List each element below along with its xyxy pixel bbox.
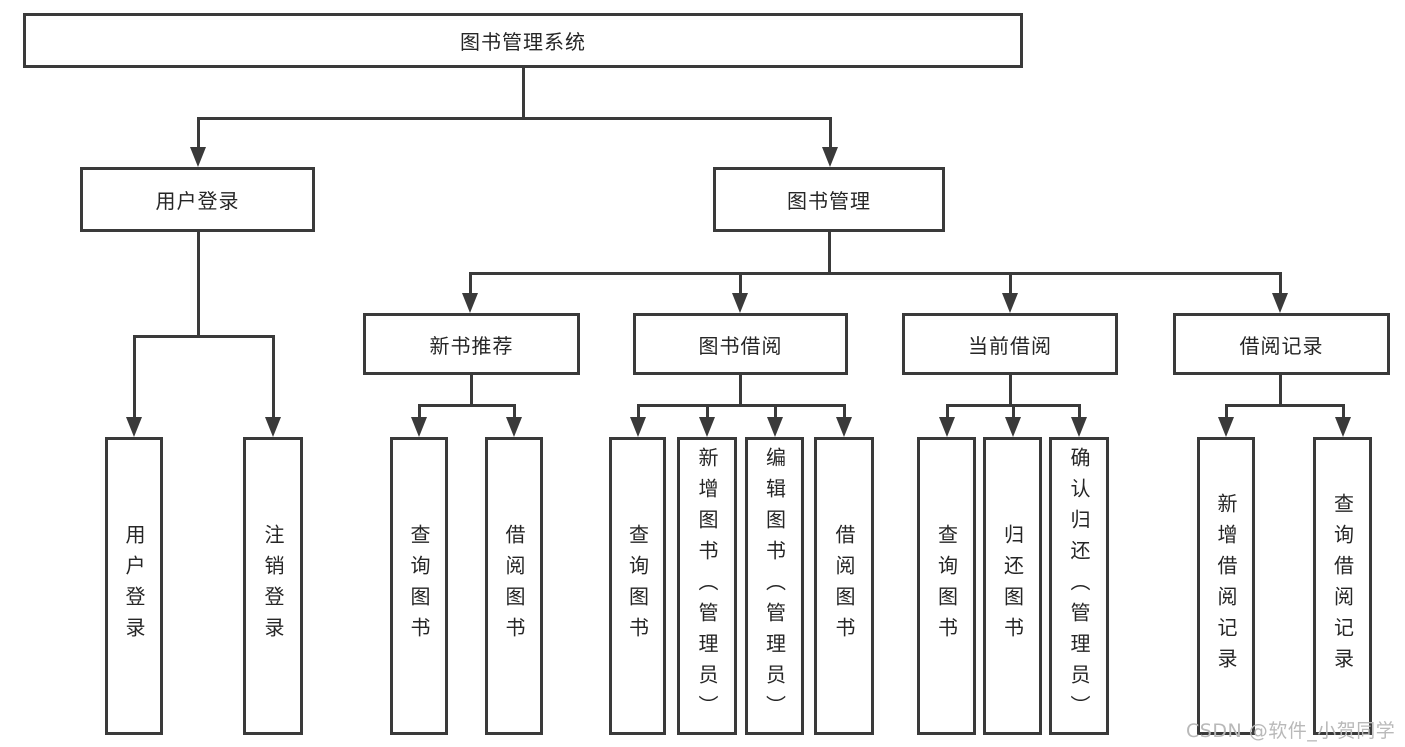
node-borrow-record: 借阅记录	[1173, 313, 1390, 375]
connector-line	[636, 403, 846, 407]
node-label: 借阅记录	[1239, 333, 1324, 358]
node-leaf-edit-book: 编辑图书（管理员）	[745, 437, 804, 735]
node-label: 用户登录	[122, 524, 146, 648]
node-leaf-user-login: 用户登录	[105, 437, 163, 735]
node-label: 新增图书（管理员）	[695, 446, 719, 726]
node-leaf-borrow-book-a: 借阅图书	[485, 437, 543, 735]
node-leaf-logout: 注销登录	[243, 437, 303, 735]
connector-line	[468, 271, 1282, 275]
connector-line	[828, 118, 832, 155]
arrow-down-icon	[1218, 417, 1234, 437]
connector-line	[827, 232, 831, 274]
arrow-down-icon	[1002, 293, 1018, 313]
node-label: 当前借阅	[968, 333, 1052, 358]
arrow-down-icon	[506, 417, 522, 437]
connector-line	[196, 118, 200, 155]
node-label: 用户登录	[155, 189, 240, 213]
node-label: 编辑图书（管理员）	[762, 446, 787, 726]
node-label: 确认归还（管理员）	[1067, 446, 1091, 726]
node-label: 图书管理系统	[460, 30, 586, 54]
node-book-management: 图书管理	[713, 167, 945, 232]
connector-line	[196, 116, 832, 120]
node-root: 图书管理系统	[23, 13, 1023, 68]
arrow-down-icon	[1335, 417, 1351, 437]
node-label: 借阅图书	[832, 524, 856, 648]
connector-line	[417, 403, 516, 407]
node-leaf-query-book-b: 查询图书	[609, 437, 666, 735]
arrow-down-icon	[411, 417, 427, 437]
arrow-down-icon	[732, 293, 748, 313]
connector-line	[738, 273, 742, 301]
node-label: 借阅图书	[502, 524, 526, 648]
arrow-down-icon	[1071, 417, 1087, 437]
connector-line	[468, 273, 472, 301]
node-book-borrow: 图书借阅	[633, 313, 848, 375]
connector-line	[196, 232, 200, 337]
connector-line	[1011, 405, 1015, 425]
node-label: 查询图书	[407, 524, 431, 648]
arrow-down-icon	[1272, 293, 1288, 313]
arrow-down-icon	[630, 417, 646, 437]
arrow-down-icon	[126, 417, 142, 437]
arrow-down-icon	[190, 147, 206, 167]
node-label: 新增借阅记录	[1214, 493, 1238, 679]
node-label: 新书推荐	[429, 333, 514, 358]
arrow-down-icon	[265, 417, 281, 437]
arrow-down-icon	[822, 147, 838, 167]
connector-line	[1278, 375, 1282, 406]
node-label: 查询图书	[625, 524, 650, 648]
arrow-down-icon	[462, 293, 478, 313]
node-label: 查询图书	[934, 524, 959, 648]
node-label: 图书借阅	[698, 333, 783, 358]
connector-line	[512, 405, 516, 425]
node-label: 图书管理	[787, 189, 871, 213]
connector-line	[469, 375, 473, 406]
arrow-down-icon	[939, 417, 955, 437]
node-leaf-query-record: 查询借阅记录	[1313, 437, 1372, 735]
connector-line	[1224, 405, 1228, 425]
connector-line	[738, 375, 742, 406]
node-leaf-return-book: 归还图书	[983, 437, 1042, 735]
connector-line	[773, 405, 777, 425]
connector-line	[1008, 375, 1012, 406]
connector-line	[705, 405, 709, 425]
connector-line	[1224, 403, 1345, 407]
watermark: CSDN @软件_小贺同学	[1186, 720, 1396, 742]
node-leaf-confirm-return: 确认归还（管理员）	[1049, 437, 1109, 735]
node-label: 归还图书	[1000, 524, 1025, 648]
connector-line	[636, 405, 640, 425]
connector-line	[417, 405, 421, 425]
arrow-down-icon	[767, 417, 783, 437]
node-new-book-recommend: 新书推荐	[363, 313, 580, 375]
connector-line	[132, 336, 136, 425]
node-label: 查询借阅记录	[1330, 493, 1355, 679]
connector-line	[521, 68, 525, 119]
node-user-login: 用户登录	[80, 167, 315, 232]
connector-line	[842, 405, 846, 425]
connector-line	[1008, 273, 1012, 301]
connector-line	[132, 334, 275, 338]
connector-line	[1278, 273, 1282, 301]
node-leaf-query-book-c: 查询图书	[917, 437, 976, 735]
connector-line	[1077, 405, 1081, 425]
arrow-down-icon	[699, 417, 715, 437]
connector-line	[1341, 405, 1345, 425]
node-current-borrow: 当前借阅	[902, 313, 1118, 375]
arrow-down-icon	[1005, 417, 1021, 437]
connector-line	[945, 405, 949, 425]
node-leaf-borrow-book-b: 借阅图书	[814, 437, 874, 735]
node-leaf-add-book: 新增图书（管理员）	[677, 437, 737, 735]
node-leaf-add-record: 新增借阅记录	[1197, 437, 1255, 735]
connector-line	[271, 336, 275, 425]
arrow-down-icon	[836, 417, 852, 437]
node-label: 注销登录	[261, 524, 285, 648]
node-leaf-query-book-a: 查询图书	[390, 437, 448, 735]
